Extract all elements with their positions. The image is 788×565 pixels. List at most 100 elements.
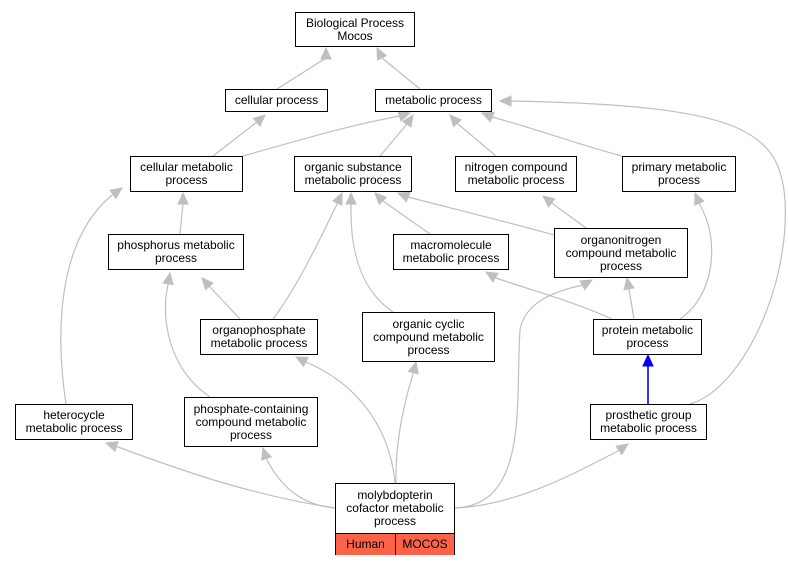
arrowhead-heterocycle-leaf: [104, 441, 119, 453]
arrowhead-cellular-phosphorus: [177, 191, 189, 205]
node-organophosphate-line-2: metabolic process: [210, 336, 308, 350]
edge-primary-protein: [679, 204, 713, 320]
node-protein-metabolic[interactable]: protein metabolic process: [593, 319, 702, 355]
edge-stub-metabolic-nitrogen: [456, 122, 459, 125]
node-organonitrogen-line-2: compound metabolic: [565, 245, 677, 260]
arrowhead-organic-cyclic-leaf: [407, 360, 419, 375]
node-prosthetic-group[interactable]: prosthetic group metabolic process: [590, 404, 707, 440]
node-phosphate-containing-line-3: process: [229, 427, 273, 442]
edge-stub-primary-protein: [698, 202, 701, 206]
node-heterocycle-metabolic[interactable]: heterocycle metabolic process: [15, 404, 133, 440]
edge-metabolic-primary: [491, 116, 623, 157]
edge-phosphorus-organophosphate: [208, 285, 241, 320]
node-prosthetic-group-line-2: metabolic process: [600, 421, 697, 435]
arrowhead-primary-protein: [694, 191, 705, 206]
edge-metabolic-organic-substance: [379, 123, 408, 157]
node-phosphate-containing-line-1: phosphate-containing: [193, 401, 309, 416]
arrowhead-organic-substance-organic-cyclic: [345, 191, 357, 205]
node-organonitrogen-line-1: organonitrogen: [580, 232, 662, 247]
leaf-title-line-3: process: [373, 514, 417, 528]
edge-stub-prosthetic-leaf: [617, 449, 620, 452]
edge-metabolic-prosthetic: [509, 100, 786, 405]
node-protein-metabolic-line-2: process: [626, 336, 669, 350]
node-metabolic-process[interactable]: metabolic process: [375, 89, 492, 112]
node-macromolecule-metabolic-line-2: metabolic process: [402, 251, 500, 265]
leaf-title: molybdopterin cofactor metabolic process: [336, 484, 454, 533]
edge-metabolic-nitrogen: [457, 123, 497, 157]
arrowhead-nitrogen-organonitrogen: [542, 195, 556, 208]
edge-macro-protein: [495, 277, 613, 320]
edge-organic-substance-organophosphate: [272, 203, 338, 320]
arrowhead-root-cellular: [320, 46, 332, 60]
node-cellular-process[interactable]: cellular process: [225, 89, 328, 112]
species-tag: Human: [336, 533, 396, 555]
node-organophosphate-line-1: organophosphate: [212, 323, 306, 337]
edge-organic-substance-organic-cyclic: [350, 203, 394, 313]
node-organic-substance-line-2: metabolic process: [304, 173, 402, 187]
edge-cellular-heterocycle: [60, 194, 113, 405]
edge-root-metabolic: [381, 57, 421, 90]
arrowhead-organonitrogen-leaf: [579, 279, 594, 291]
node-organic-cyclic-line-3: process: [407, 342, 450, 357]
node-organic-cyclic-line-2: compound metabolic: [373, 329, 484, 344]
node-primary-metabolic-line-1: primary metabolic: [631, 160, 727, 174]
node-nitrogen-compound-line-1: nitrogen compound: [464, 160, 568, 174]
node-macromolecule-metabolic-line-1: macromolecule: [410, 238, 492, 252]
node-organonitrogen-line-3: process: [599, 258, 643, 273]
arrowhead-phosphorus-phosphate: [162, 271, 174, 286]
edge-stub-phosphate-leaf: [265, 458, 268, 461]
node-heterocycle-metabolic-line-1: heterocycle: [43, 408, 105, 422]
node-organic-cyclic[interactable]: organic cyclic compound metabolic proces…: [362, 312, 495, 362]
arrowhead-organic-substance-organonitrogen: [396, 191, 411, 203]
node-organonitrogen[interactable]: organonitrogen compound metabolic proces…: [554, 228, 688, 278]
node-organic-substance[interactable]: organic substance metabolic process: [294, 156, 412, 192]
node-bp-root-line-2: Mocos: [337, 28, 373, 43]
gene-tag: MOCOS: [396, 533, 454, 555]
arrowhead-phosphate-leaf: [261, 446, 273, 461]
node-phosphorus-metabolic-line-1: phosphorus metabolic: [117, 238, 235, 252]
node-phosphorus-metabolic[interactable]: phosphorus metabolic process: [108, 234, 244, 270]
edge-phosphate-leaf: [266, 459, 336, 509]
arrowhead-metabolic-nitrogen: [449, 114, 462, 128]
node-heterocycle-metabolic-line-2: metabolic process: [25, 421, 123, 435]
edge-metabolic-cellular-metabolic: [242, 115, 401, 157]
edge-root-cellular: [276, 57, 327, 90]
node-cellular-metabolic[interactable]: cellular metabolic process: [130, 156, 243, 192]
node-molybdopterin-leaf[interactable]: molybdopterin cofactor metabolic process…: [335, 483, 455, 555]
node-metabolic-process-line-1: metabolic process: [385, 93, 482, 107]
node-primary-metabolic[interactable]: primary metabolic process: [622, 156, 736, 192]
node-prosthetic-group-line-1: prosthetic group: [605, 408, 692, 422]
arrowhead-prosthetic-leaf: [615, 443, 629, 456]
node-cellular-process-line-1: cellular process: [234, 93, 319, 107]
leaf-title-line-2: cofactor metabolic: [346, 501, 444, 515]
node-bp-root-line-1: Biological Process: [305, 15, 405, 30]
node-nitrogen-compound-line-2: metabolic process: [467, 173, 565, 187]
edge-stub-nitrogen-organonitrogen: [551, 202, 554, 205]
node-macromolecule-metabolic[interactable]: macromolecule metabolic process: [393, 234, 509, 270]
node-phosphate-containing[interactable]: phosphate-containing compound metabolic …: [184, 397, 318, 447]
arrowhead-organophosphate-leaf: [294, 356, 309, 368]
node-protein-metabolic-line-1: protein metabolic: [601, 323, 694, 337]
node-organophosphate[interactable]: organophosphate metabolic process: [200, 319, 318, 355]
edge-nitrogen-organonitrogen: [552, 203, 587, 229]
edge-heterocycle-leaf: [117, 446, 336, 509]
node-nitrogen-compound[interactable]: nitrogen compound metabolic process: [455, 156, 577, 192]
edge-organic-substance-organonitrogen: [407, 196, 555, 236]
edge-organonitrogen-protein: [628, 288, 635, 320]
node-organic-cyclic-line-1: organic cyclic: [392, 316, 465, 331]
edge-organonitrogen-leaf: [454, 284, 584, 509]
node-phosphorus-metabolic-line-2: process: [154, 251, 198, 265]
edge-organophosphate-leaf: [305, 361, 396, 484]
arrowhead-metabolic-primary: [480, 111, 495, 123]
arrowhead-cellular-heterocycle: [109, 187, 123, 200]
edge-stub-heterocycle-leaf: [116, 445, 119, 448]
node-bp-root[interactable]: Biological Process Mocos: [295, 12, 415, 47]
edge-organic-cyclic-leaf: [395, 373, 414, 484]
node-cellular-metabolic-line-1: cellular metabolic: [140, 160, 233, 174]
arrowhead-organonitrogen-protein: [623, 276, 635, 291]
node-cellular-metabolic-line-2: process: [165, 173, 208, 187]
edge-stub-cellular-heterocycle: [111, 193, 114, 196]
edge-metabolic-cellular-process: [212, 121, 258, 157]
arrowhead-protein-prosthetic: [642, 353, 654, 367]
